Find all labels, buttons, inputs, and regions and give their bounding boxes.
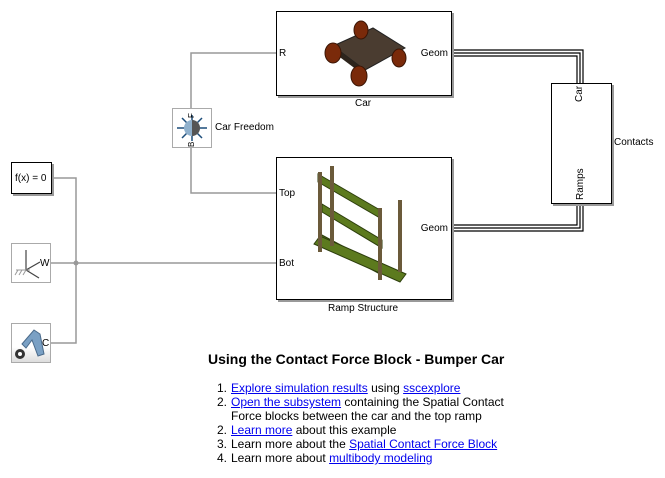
port-c: C [42, 338, 50, 349]
open-subsystem-link[interactable]: Open the subsystem [231, 395, 342, 409]
contacts-block[interactable]: Car Ramps [551, 83, 612, 204]
learn-more-link[interactable]: Learn more [231, 423, 293, 437]
ramp-structure-block[interactable]: Top Bot Geom [276, 157, 452, 300]
port-f: F [187, 113, 196, 118]
annotation-title: Using the Contact Force Block - Bumper C… [208, 351, 505, 367]
port-car: Car [574, 85, 585, 102]
spatial-contact-force-link[interactable]: Spatial Contact Force Block [349, 437, 498, 451]
world-frame-block[interactable]: W [11, 243, 51, 283]
port-b: B [187, 141, 196, 147]
list-item: 1.Explore simulation results using sscex… [217, 381, 461, 395]
solver-text: f(x) = 0 [15, 173, 47, 184]
contacts-label: Contacts [614, 137, 654, 148]
wire-car-freedom-to-ramp-top [190, 147, 276, 194]
car-label: Car [355, 98, 372, 109]
junction [73, 260, 79, 266]
port-ramps: Ramps [575, 168, 586, 200]
wire-car-freedom-to-car-r [190, 52, 276, 108]
port-top: Top [279, 188, 296, 199]
list-item: 2.Open the subsystem containing the Spat… [217, 395, 504, 423]
sscexplore-link[interactable]: sscexplore [403, 381, 461, 395]
port-geom: Geom [420, 223, 448, 234]
car-block[interactable]: R Geom [276, 11, 452, 96]
list-item: 3.Learn more about the Spatial Contact F… [217, 437, 498, 451]
ramp-structure-label: Ramp Structure [328, 303, 399, 314]
port-geom: Geom [420, 48, 448, 59]
wire-solver-to-junction [50, 177, 77, 344]
car-freedom-joint-block[interactable]: F B [172, 108, 212, 148]
multibody-modeling-link[interactable]: multibody modeling [329, 451, 433, 465]
solver-configuration-block[interactable]: f(x) = 0 [11, 162, 52, 194]
car-image [324, 20, 407, 87]
world-frame-icon [14, 250, 41, 279]
six-dof-joint-icon [177, 115, 207, 141]
explore-results-link[interactable]: Explore simulation results [231, 381, 368, 395]
car-freedom-label: Car Freedom [215, 122, 274, 133]
list-item: 4.Learn more about multibody modeling [217, 451, 433, 465]
port-r: R [279, 48, 287, 59]
wire-car-geom-to-contacts [451, 49, 584, 83]
ramp-image [313, 166, 407, 283]
mechanism-gear-icon [15, 329, 45, 359]
annotation-list: 1.Explore simulation results using sscex… [217, 381, 521, 465]
list-item: 2.Learn more about this example [217, 423, 397, 437]
port-bot: Bot [279, 258, 295, 269]
port-w: W [40, 258, 50, 269]
mechanism-configuration-block[interactable]: C [11, 323, 51, 363]
wire-ramp-geom-to-contacts [451, 203, 584, 232]
